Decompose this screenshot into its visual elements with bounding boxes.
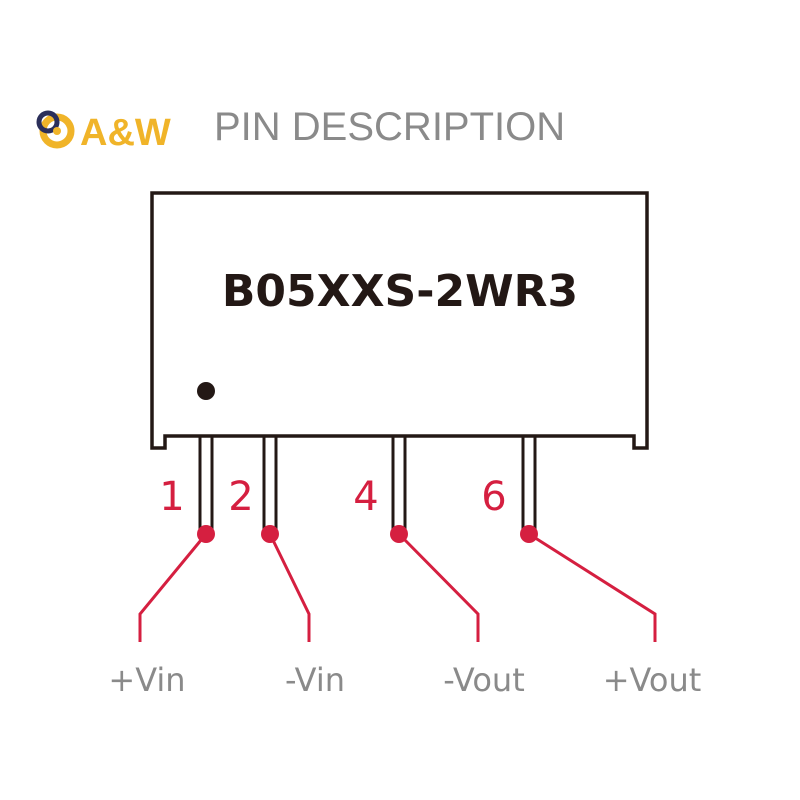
pins: 1 +Vin 2 -Vin 4 -Vout 6 +Vout	[108, 436, 701, 699]
pin-leader-line	[528, 532, 657, 642]
pin-2: 2 -Vin	[228, 436, 345, 699]
pin-tip-dot	[197, 525, 215, 543]
module-body-outline	[150, 191, 649, 450]
pin1-marker-dot	[197, 382, 215, 400]
pin-leader-line	[397, 532, 480, 642]
double-ring-logo-icon	[36, 110, 75, 149]
pin-signal-label: +Vin	[108, 661, 185, 699]
pin-1: 1 +Vin	[108, 436, 215, 699]
page-title: PIN DESCRIPTION	[214, 105, 565, 149]
pin-6: 6 +Vout	[481, 436, 701, 699]
pin-tip-dot	[520, 525, 538, 543]
pin-number: 6	[481, 474, 506, 520]
pin-tip-dot	[390, 525, 408, 543]
pin-signal-label: -Vin	[285, 661, 345, 699]
pin-signal-label: -Vout	[443, 661, 524, 699]
pin-number: 4	[353, 474, 378, 520]
pin-tip-dot	[261, 525, 279, 543]
pin-4: 4 -Vout	[353, 436, 525, 699]
brand-logo: A&W	[36, 110, 171, 154]
part-number: B05XXS-2WR3	[222, 266, 578, 317]
pin-leader-line	[268, 533, 311, 642]
pin-number: 2	[228, 474, 253, 520]
pin-number: 1	[159, 474, 184, 520]
pin-leader-line	[138, 533, 208, 642]
pin-signal-label: +Vout	[603, 661, 702, 699]
brand-name: A&W	[80, 112, 171, 154]
